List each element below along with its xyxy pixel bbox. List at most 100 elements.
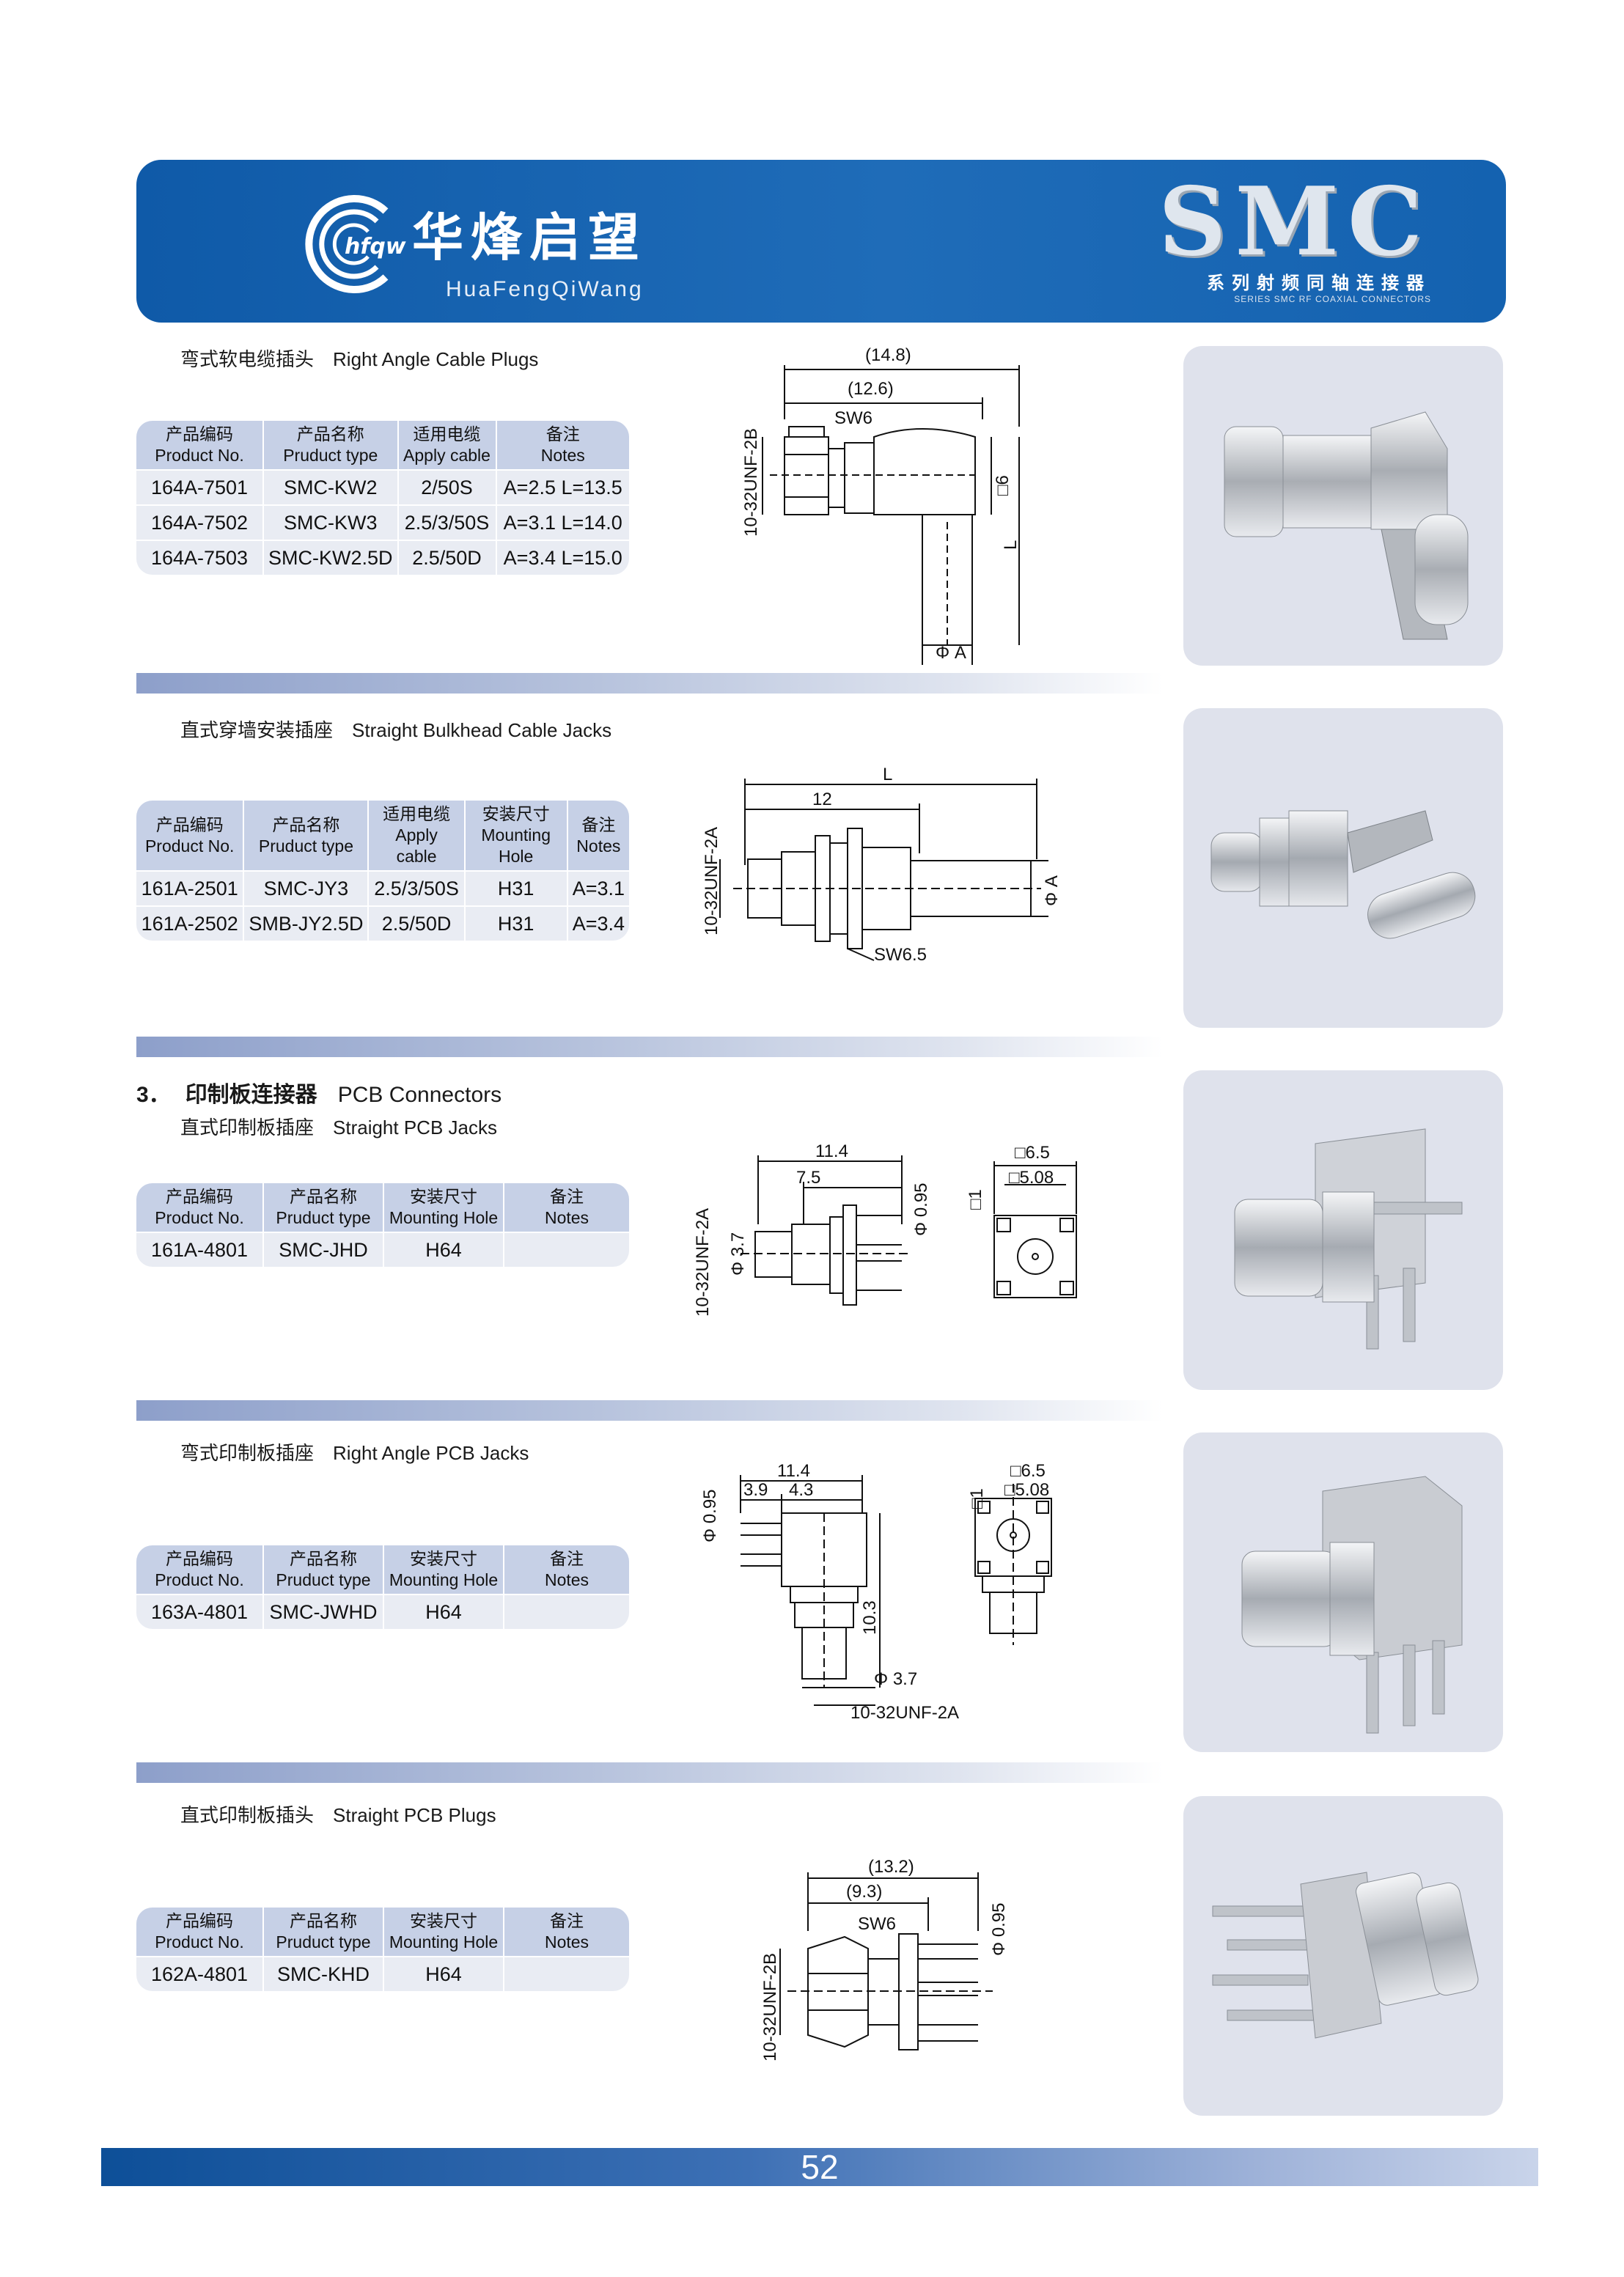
drawing-straight-pcb-jack: 11.4 7.5 Φ 0.95 10-32UNF-2A Φ 3.7 □6.5 □… — [689, 1136, 1100, 1320]
product-photo-straight-pcb-plug — [1183, 1796, 1503, 2116]
table-cell: 2.5/3/50S — [369, 870, 466, 905]
table-cell: 2.5/50D — [398, 540, 497, 575]
svg-text:SW6.5: SW6.5 — [874, 945, 927, 965]
section-title-cn: 弯式印制板插座 — [180, 1442, 315, 1464]
svg-text:Φ 0.95: Φ 0.95 — [700, 1489, 720, 1542]
table-cell: 161A-2502 — [136, 905, 245, 941]
svg-text:L: L — [1001, 540, 1021, 550]
svg-text:hfqw: hfqw — [345, 234, 406, 260]
svg-text:10.3: 10.3 — [860, 1600, 880, 1635]
section-title-en: Straight PCB Plugs — [333, 1804, 496, 1826]
table-cell: 162A-4801 — [136, 1956, 264, 1991]
table-cell: 163A-4801 — [136, 1594, 264, 1629]
section-title-cn: 直式印制板插座 — [180, 1117, 315, 1138]
svg-text:□6: □6 — [993, 475, 1013, 496]
table-cell: 164A-7501 — [136, 469, 264, 504]
connector-image — [1234, 1128, 1463, 1350]
footer-bar: 52 — [101, 2148, 1538, 2186]
section-divider — [136, 1762, 1163, 1783]
section-title-cn: 直式印制板插头 — [180, 1804, 315, 1826]
table-cell — [504, 1956, 629, 1991]
table-cell: H31 — [465, 905, 568, 941]
svg-text:10-32UNF-2B: 10-32UNF-2B — [741, 428, 761, 537]
svg-text:10-32UNF-2B: 10-32UNF-2B — [760, 1953, 780, 2061]
svg-text:Φ 0.95: Φ 0.95 — [911, 1182, 931, 1236]
table-cell: SMC-JWHD — [264, 1594, 384, 1629]
section-title-cn: 弯式软电缆插头 — [180, 348, 315, 370]
svg-text:SW6: SW6 — [858, 1914, 896, 1934]
drawing-right-angle-cable-plug: (14.8) (12.6) SW6 10-32UNF-2B □6 L Φ A — [741, 339, 1048, 669]
svg-text:10-32UNF-2A: 10-32UNF-2A — [704, 827, 721, 935]
svg-text:(13.2): (13.2) — [868, 1857, 914, 1877]
svg-text:(9.3): (9.3) — [846, 1882, 882, 1902]
svg-text:11.4: 11.4 — [815, 1141, 848, 1161]
svg-text:(14.8): (14.8) — [865, 345, 911, 365]
table-cell: 2/50S — [398, 469, 497, 504]
connector-image — [1224, 411, 1469, 640]
table-cell — [504, 1232, 629, 1267]
header-banner: hfqw 华烽启望 HuaFengQiWang SMC 系列射频同轴连接器 SE… — [136, 160, 1506, 323]
svg-text:11.4: 11.4 — [777, 1461, 810, 1481]
brand-name-cn: 华烽启望 — [412, 207, 647, 268]
section-title-right-angle-pcb-jacks: 弯式印制板插座 Right Angle PCB Jacks — [180, 1438, 529, 1465]
product-photo-straight-bulkhead-cable-jack — [1183, 708, 1503, 1028]
series-subtitle-en: SERIES SMC RF COAXIAL CONNECTORS — [1234, 294, 1431, 304]
connector-image — [1210, 810, 1476, 939]
svg-text:□5.08: □5.08 — [1009, 1168, 1054, 1188]
table-cell — [504, 1594, 629, 1629]
svg-text:4.3: 4.3 — [789, 1480, 813, 1500]
table-cell: A=3.1 L=14.0 — [496, 504, 629, 540]
svg-text:Φ 0.95: Φ 0.95 — [989, 1902, 1009, 1956]
svg-text:10-32UNF-2A: 10-32UNF-2A — [850, 1703, 959, 1718]
section-title-en: Right Angle PCB Jacks — [333, 1442, 529, 1464]
svg-text:□1: □1 — [967, 1488, 987, 1509]
drawing-right-angle-pcb-jack: Φ 0.95 11.4 3.9 4.3 10.3 Φ 3.7 10-32UNF-… — [697, 1454, 1107, 1718]
table-cell: SMC-JHD — [264, 1232, 384, 1267]
table-cell: 164A-7502 — [136, 504, 264, 540]
table-cell: 2.5/50D — [369, 905, 466, 941]
brand-name-en: HuaFengQiWang — [446, 277, 644, 301]
table-cell: SMC-KHD — [264, 1956, 384, 1991]
table-cell: 2.5/3/50S — [398, 504, 497, 540]
svg-text:SW6: SW6 — [834, 408, 872, 428]
drawing-straight-pcb-plug: (13.2) (9.3) SW6 10-32UNF-2B Φ 0.95 — [758, 1849, 1037, 2069]
table-cell: A=3.1 — [567, 870, 629, 905]
table-cell: A=3.4 L=15.0 — [496, 540, 629, 575]
svg-text:10-32UNF-2A: 10-32UNF-2A — [693, 1208, 713, 1317]
group-number: 3． — [136, 1083, 171, 1107]
svg-text:12: 12 — [812, 790, 832, 809]
svg-text:3.9: 3.9 — [743, 1480, 768, 1500]
product-photo-right-angle-cable-plug — [1183, 346, 1503, 666]
svg-text:Φ 3.7: Φ 3.7 — [728, 1232, 748, 1276]
product-photo-right-angle-pcb-jack — [1183, 1432, 1503, 1752]
